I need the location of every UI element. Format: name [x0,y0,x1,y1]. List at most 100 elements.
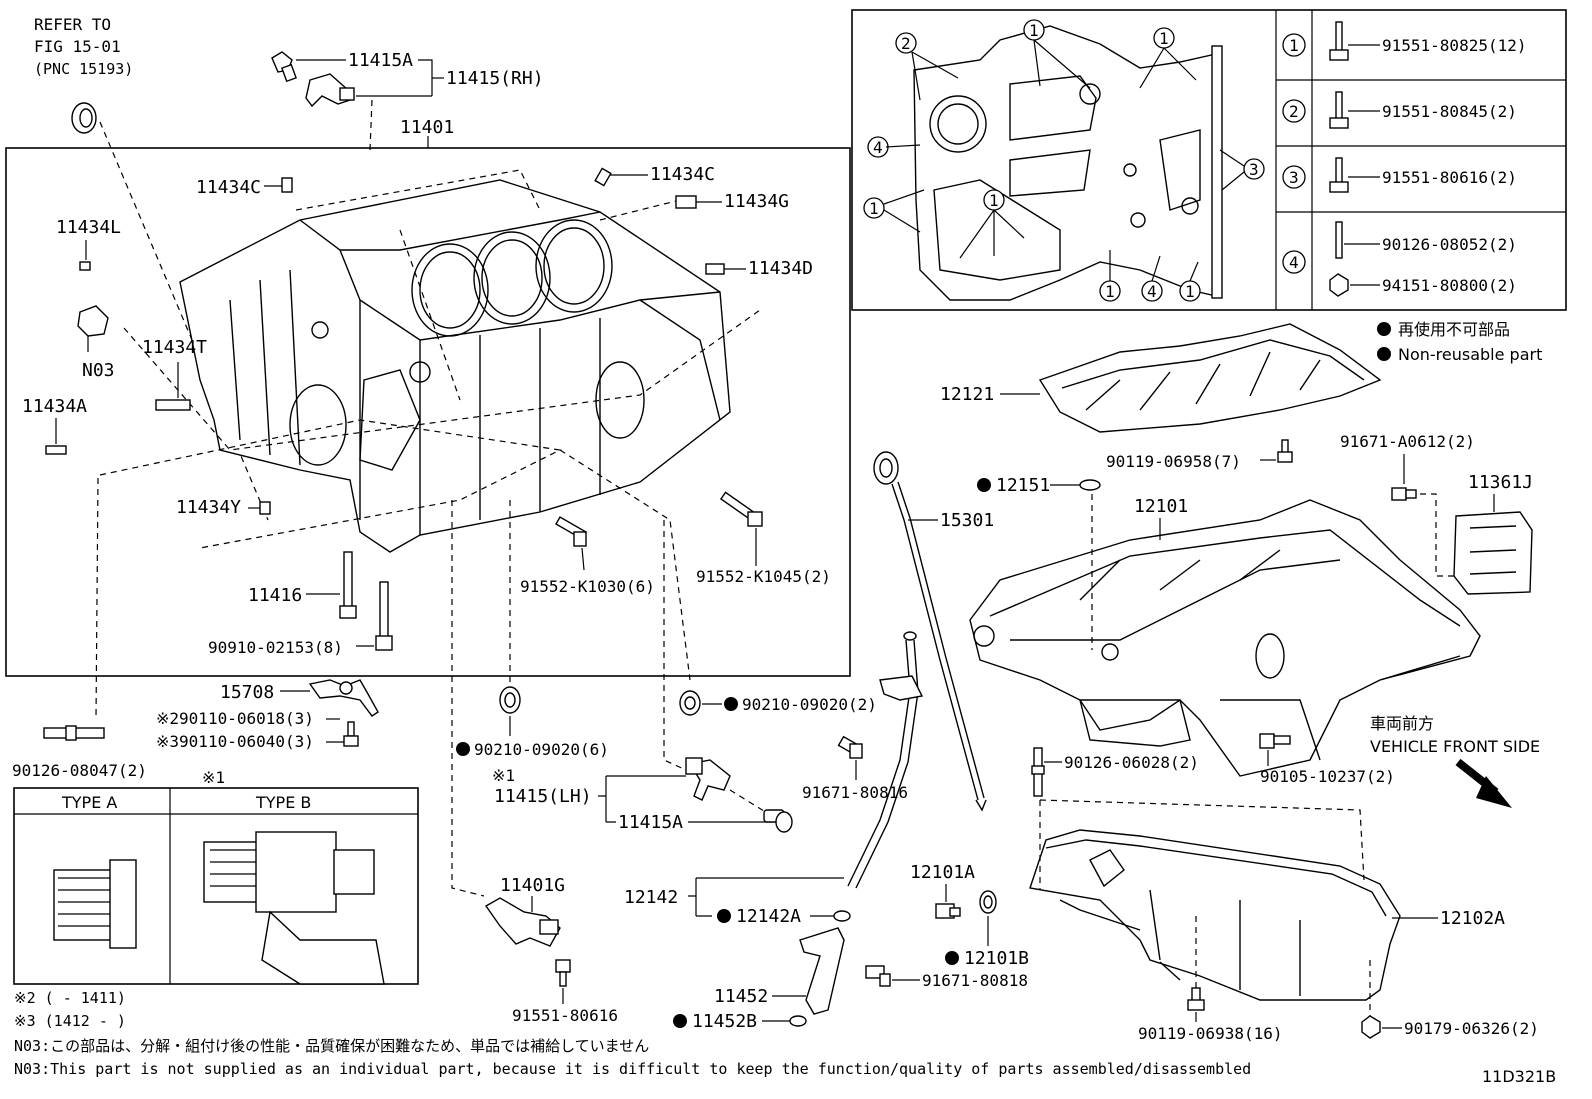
label-11434A: 11434A [22,396,87,417]
label-11452B: 11452B [692,1011,757,1032]
detail-callout-1-top: 1 [1029,21,1039,40]
type-a-title: TYPE A [61,793,117,812]
oring-12151-icon [1079,479,1101,491]
pin-11434D-icon [705,263,725,275]
label-11434T: 11434T [142,337,207,358]
stud-90126-08047-icon [43,725,105,741]
label-12101: 12101 [1134,496,1188,517]
bolt-90119-06938-icon [1187,987,1205,1011]
label-12121: 12121 [940,384,994,405]
union-11415-lh-icon [685,757,731,801]
label-90119-06958: 90119-06958(7) [1106,452,1241,471]
label-12102A: 12102A [1440,908,1505,929]
pin-11434Y-icon [259,501,271,515]
pin-11434G-icon [675,195,697,209]
label-11401: 11401 [400,117,454,138]
detail-callout-2-top: 2 [901,34,911,53]
type-box [13,787,419,985]
label-12142: 12142 [624,887,678,908]
cover-11361J-icon [1453,511,1533,595]
legend-en: Non-reusable part [1398,345,1542,364]
label-N03: N03 [82,360,115,381]
bolt-table-part-1: 91551-80825(12) [1382,36,1527,55]
label-91671-80816: 91671-80816 [802,783,908,802]
label-11452: 11452 [714,986,768,1007]
guide-11452-icon [799,927,845,1015]
non-reusable-dot-90210-a [456,742,470,756]
gasket-90210-b-icon [679,690,701,716]
figure-id: 11D321B [1482,1067,1556,1086]
type-range-3: ※3 (1412 - ) [14,1012,126,1030]
bolt-90119-06958-icon [1277,439,1293,463]
mark-1-top: ※1 [202,768,225,787]
bolt-table-num-4: 4 [1289,253,1299,272]
label-11361J: 11361J [1468,472,1533,493]
front-jp: 車両前方 [1370,714,1434,733]
detail-callout-3: 3 [1249,160,1259,179]
label-12101B: 12101B [964,948,1029,969]
bracket-15708-icon [308,679,379,717]
label-11415A-lh: 11415A [618,812,683,833]
detail-callout-1-mid: 1 [989,191,999,210]
type-b-title: TYPE B [255,793,311,812]
label-15301: 15301 [940,510,994,531]
detail-callout-1-bottom-b: 1 [1185,282,1195,301]
label-90179-06326: 90179-06326(2) [1404,1019,1539,1038]
label-11434Y: 11434Y [176,497,241,518]
label-90910-02153: 90910-02153(8) [208,638,343,657]
detail-callouts: 2 1 1 4 1 1 3 1 4 1 [863,19,1265,302]
note-jp: N03:この部品は、分解・組付け後の性能・品質確保が困難なため、単品では補給して… [14,1037,649,1055]
label-11434C-right: 11434C [650,164,715,185]
bolt-11416-icon [339,551,357,619]
bolt-91671-A0612-icon [1391,487,1417,501]
label-91552-K1030: 91552-K1030(6) [520,577,655,596]
label-11434L: 11434L [56,217,121,238]
label-90210-09020-6: 90210-09020(6) [474,740,609,759]
label-90126-06028: 90126-06028(2) [1064,753,1199,772]
bolt-91671-80816-icon [837,735,863,759]
bolt-table: 1 91551-80825(12) 2 91551-80845(2) 3 915… [1282,21,1527,297]
stud-90126-06028-icon [1031,747,1045,797]
drain-plug-12101A-icon [935,903,961,919]
bolt-90105-10237-icon [1259,733,1291,749]
type-b-union-icon [203,831,385,985]
oring-12142A-icon [833,910,851,922]
mark-1: ※1 [492,766,515,785]
refer-line1: REFER TO [34,15,111,34]
bolt-table-part-3: 91551-80616(2) [1382,168,1517,187]
label-91671-80818: 91671-80818 [922,971,1028,990]
refer-note: REFER TO FIG 15-01 (PNC 15193) [34,15,133,78]
bolt-table-num-3: 3 [1289,168,1299,187]
oring-11452B-icon [789,1015,807,1027]
bolt-table-num-2: 2 [1289,102,1299,121]
label-90210-09020-2: 90210-09020(2) [742,695,877,714]
stud-4-icon [1335,221,1343,259]
oil-pan-12102A-drawing [1029,829,1401,1001]
nut-90179-06326-icon [1361,1015,1381,1039]
label-15708: 15708 [220,682,274,703]
front-arrow-icon [1455,758,1512,808]
gasket-90210-a-icon [499,686,521,714]
label-11434C-left: 11434C [196,177,261,198]
pin-11434L-icon [79,261,91,271]
legend-dot-1 [1377,322,1391,336]
bolt-3-icon [1335,157,1343,185]
bolt-table-num-1: 1 [1289,36,1299,55]
note-en: N03:This part is not supplied as an indi… [14,1060,1251,1078]
detail-callout-4-bottom: 4 [1147,282,1157,301]
bolt-table-part-4b: 94151-80800(2) [1382,276,1517,295]
non-reusable-dot-12142A [717,909,731,923]
label-11415-rh: 11415(RH) [446,68,544,89]
bolt-91552-K1030-icon [555,516,587,547]
label-11416: 11416 [248,585,302,606]
bolt-11415A-lh-icon [763,809,793,833]
bolt-90110-icon [343,721,359,747]
legend-jp: 再使用不可部品 [1398,320,1510,339]
detail-callout-1-left: 1 [869,199,879,218]
label-12151: 12151 [996,475,1050,496]
label-12142A: 12142A [736,906,801,927]
pin-11434A-icon [45,445,67,455]
label-90119-06938: 90119-06938(16) [1138,1024,1283,1043]
detail-callout-4-left: 4 [873,138,883,157]
pin-11434T-icon [155,399,191,411]
